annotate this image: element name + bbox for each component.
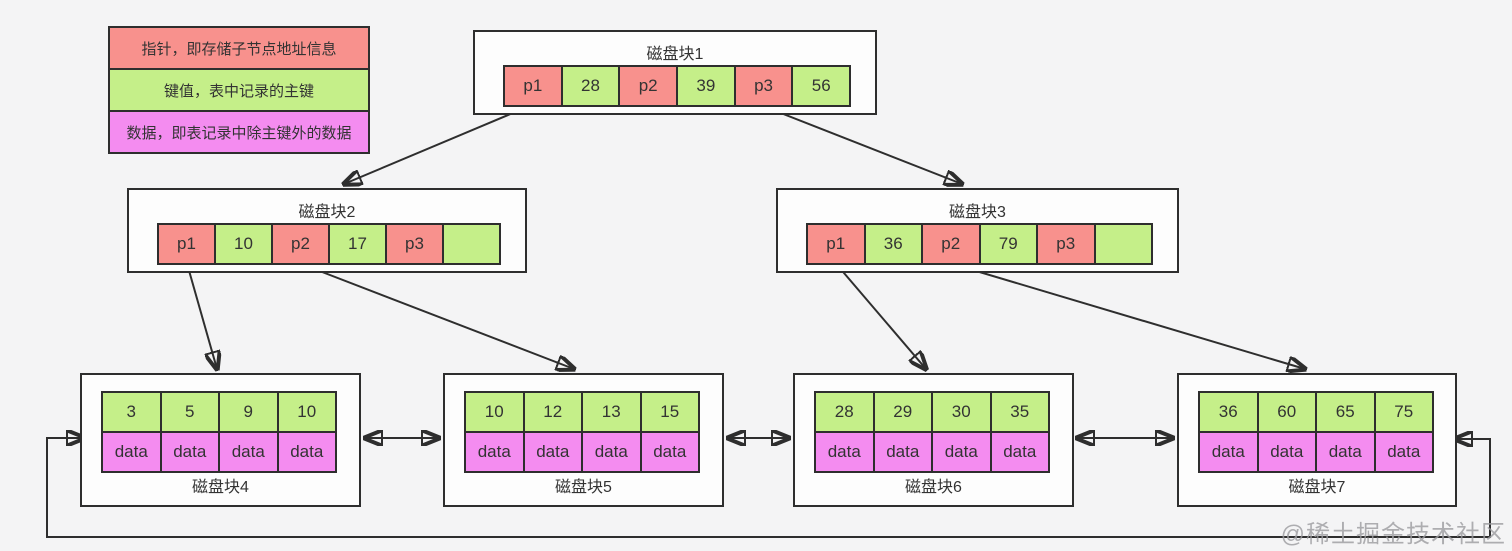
key-cell: 30 [931, 391, 992, 433]
data-cell: data [989, 431, 1050, 473]
disk-block-6-cells: 28 29 30 35 data data data data [814, 391, 1050, 473]
key-cell: 36 [863, 223, 923, 265]
data-cell: data [931, 431, 992, 473]
disk-block-1-title: 磁盘块1 [646, 46, 704, 63]
data-cell: data [639, 431, 700, 473]
key-cell-empty [1093, 223, 1153, 265]
key-cell: 28 [814, 391, 875, 433]
legend: 指针，即存储子节点地址信息 键值，表中记录的主键 数据，即表记录中除主键外的数据 [108, 26, 370, 154]
disk-block-4: 3 5 9 10 data data data data 磁盘块4 [80, 373, 361, 507]
disk-block-7-cells: 36 60 65 75 data data data data [1198, 391, 1434, 473]
legend-item-pointer: 指针，即存储子节点地址信息 [110, 28, 368, 70]
key-cell: 36 [1198, 391, 1259, 433]
key-cell: 13 [581, 391, 642, 433]
pointer-cell: p2 [618, 65, 679, 107]
legend-pointer-label: 指针，即存储子节点地址信息 [141, 40, 337, 58]
data-cell: data [159, 431, 220, 473]
key-cell: 75 [1373, 391, 1434, 433]
data-cell: data [872, 431, 933, 473]
disk-block-7: 36 60 65 75 data data data data 磁盘块7 [1177, 373, 1457, 507]
disk-block-1-cells: p1 28 p2 39 p3 56 [503, 65, 852, 107]
disk-block-7-title: 磁盘块7 [1288, 479, 1346, 496]
edge-block3-to-block6 [837, 265, 926, 369]
disk-block-6-title: 磁盘块6 [905, 479, 962, 496]
key-cell: 5 [159, 391, 220, 433]
key-cell: 65 [1315, 391, 1376, 433]
edge-block1-to-block3 [767, 107, 962, 184]
data-cell: data [1315, 431, 1376, 473]
key-cell: 28 [560, 65, 621, 107]
pointer-cell: p1 [806, 223, 866, 265]
pointer-cell: p3 [385, 223, 444, 265]
disk-block-2-cells: p1 10 p2 17 p3 [157, 223, 501, 265]
disk-block-6: 28 29 30 35 data data data data 磁盘块6 [793, 373, 1074, 507]
data-cell: data [814, 431, 875, 473]
disk-block-5: 10 12 13 15 data data data data 磁盘块5 [443, 373, 724, 507]
disk-block-3-title: 磁盘块3 [949, 204, 1006, 221]
disk-block-5-title: 磁盘块5 [555, 479, 612, 496]
disk-block-3-cells: p1 36 p2 79 p3 [806, 223, 1153, 265]
disk-block-4-cells: 3 5 9 10 data data data data [101, 391, 337, 473]
edge-block3-to-block7 [955, 264, 1305, 369]
disk-block-2: 磁盘块2 p1 10 p2 17 p3 [127, 188, 527, 273]
legend-item-key: 键值，表中记录的主键 [110, 70, 368, 112]
edge-block2-to-block4 [187, 266, 217, 369]
edge-block2-to-block5 [303, 264, 574, 369]
data-cell: data [218, 431, 279, 473]
watermark: @稀土掘金技术社区 [1280, 521, 1506, 548]
data-cell: data [581, 431, 642, 473]
pointer-cell: p1 [157, 223, 216, 265]
key-cell: 56 [791, 65, 852, 107]
data-cell: data [1256, 431, 1317, 473]
key-cell: 10 [464, 391, 525, 433]
pointer-cell: p2 [271, 223, 330, 265]
key-cell: 10 [276, 391, 337, 433]
data-cell: data [1373, 431, 1434, 473]
key-cell: 15 [639, 391, 700, 433]
key-cell: 60 [1256, 391, 1317, 433]
data-cell: data [276, 431, 337, 473]
pointer-cell: p1 [503, 65, 563, 107]
disk-block-2-title: 磁盘块2 [298, 204, 356, 221]
key-cell: 29 [872, 391, 933, 433]
data-cell: data [464, 431, 525, 473]
edge-block1-to-block2 [344, 109, 521, 184]
key-cell: 39 [676, 65, 736, 107]
disk-block-1: 磁盘块1 p1 28 p2 39 p3 56 [473, 30, 877, 115]
legend-item-data: 数据，即表记录中除主键外的数据 [110, 112, 368, 152]
disk-block-3: 磁盘块3 p1 36 p2 79 p3 [776, 188, 1179, 273]
pointer-cell: p3 [733, 65, 794, 107]
key-cell: 9 [218, 391, 279, 433]
key-cell: 3 [101, 391, 162, 433]
data-cell: data [522, 431, 583, 473]
pointer-cell: p3 [1036, 223, 1096, 265]
key-cell: 79 [978, 223, 1038, 265]
key-cell-empty [442, 223, 501, 265]
key-cell: 35 [989, 391, 1050, 433]
pointer-cell: p2 [921, 223, 981, 265]
disk-block-4-title: 磁盘块4 [192, 479, 249, 496]
legend-data-label: 数据，即表记录中除主键外的数据 [126, 124, 352, 142]
data-cell: data [101, 431, 162, 473]
key-cell: 10 [214, 223, 273, 265]
disk-block-5-cells: 10 12 13 15 data data data data [464, 391, 700, 473]
key-cell: 17 [328, 223, 387, 265]
legend-key-label: 键值，表中记录的主键 [163, 82, 314, 100]
data-cell: data [1198, 431, 1259, 473]
key-cell: 12 [522, 391, 583, 433]
